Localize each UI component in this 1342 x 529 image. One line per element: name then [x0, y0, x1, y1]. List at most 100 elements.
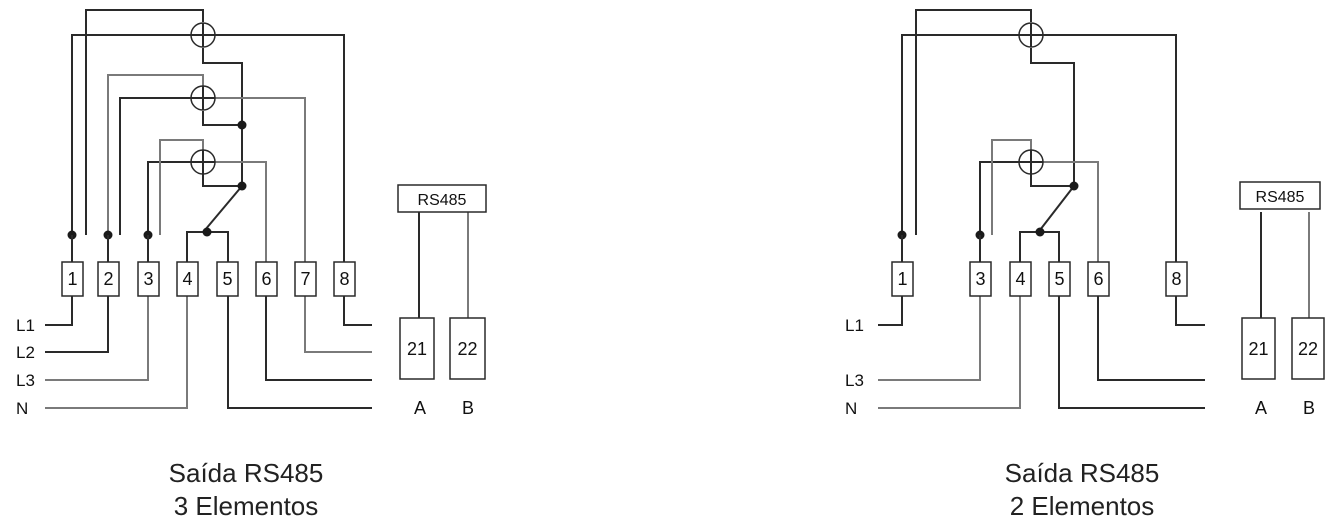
- svg-text:21: 21: [1248, 339, 1268, 359]
- wire-l3: [878, 296, 981, 381]
- label-a: A: [1255, 398, 1267, 418]
- ct2-symbol: [190, 85, 216, 111]
- terminal-8: 8: [333, 261, 356, 297]
- label-n: N: [845, 399, 857, 418]
- terminal-7: 7: [294, 261, 317, 297]
- terminal-21: 21: [1241, 317, 1276, 380]
- svg-text:2: 2: [103, 269, 113, 289]
- label-b: B: [1303, 398, 1315, 418]
- terminal-6: 6: [1087, 261, 1110, 297]
- junction-dot: [237, 120, 247, 130]
- wire-out-5: [227, 296, 372, 409]
- wire-ct3-return: [202, 174, 242, 187]
- svg-text:6: 6: [261, 269, 271, 289]
- wire-out-6: [265, 296, 372, 381]
- wire-to-terminals: [901, 235, 981, 262]
- svg-text:4: 4: [1015, 269, 1025, 289]
- wire-out-5: [1058, 296, 1205, 409]
- wire-ct3-t6: [214, 161, 267, 262]
- wire-t1-ct1: [71, 34, 192, 235]
- wire-l1: [45, 296, 73, 326]
- wire-l2: [45, 296, 109, 353]
- svg-text:4: 4: [182, 269, 192, 289]
- ct3-symbol: [190, 149, 216, 175]
- rs485-label-box: RS485: [397, 184, 487, 213]
- label-l1: L1: [16, 316, 35, 335]
- wire-out-8: [343, 296, 372, 326]
- wire-ct1-t8: [214, 34, 345, 262]
- wire-t4-t5-bridge: [186, 231, 229, 262]
- wire-t2-ct2-b: [119, 97, 192, 235]
- wire-n: [45, 296, 188, 409]
- terminal-1: 1: [61, 261, 84, 297]
- wire-ct1-t8: [1042, 34, 1177, 262]
- wire-ct2-return: [1030, 174, 1074, 187]
- label-b: B: [462, 398, 474, 418]
- terminal-3: 3: [969, 261, 992, 297]
- svg-text:5: 5: [1054, 269, 1064, 289]
- terminal-3: 3: [137, 261, 160, 297]
- caption-line2: 3 Elementos: [174, 491, 319, 521]
- diagram-3-elements: 1 2 3 4 5 6 7 8 L1 L2 L3 N RS485 21 22 A…: [16, 9, 487, 521]
- ct2-symbol: [1018, 149, 1044, 175]
- wire-out-6: [1097, 296, 1205, 381]
- terminal-22: 22: [1291, 317, 1325, 380]
- wire-t3-ct2-b: [991, 139, 1032, 235]
- wire-t1-ct1: [901, 34, 1020, 235]
- svg-text:7: 7: [300, 269, 310, 289]
- terminal-2: 2: [97, 261, 120, 297]
- rs485-label-box: RS485: [1239, 181, 1321, 210]
- wire-t1-ct1-b: [915, 9, 1032, 235]
- junction-dot: [202, 227, 212, 237]
- svg-text:22: 22: [457, 339, 477, 359]
- caption-line1: Saída RS485: [169, 458, 324, 488]
- wire-t2-ct2: [107, 74, 204, 235]
- terminal-5: 5: [1048, 261, 1071, 297]
- svg-text:5: 5: [222, 269, 232, 289]
- wire-t4-t5-bridge: [1019, 231, 1060, 262]
- svg-text:3: 3: [975, 269, 985, 289]
- svg-text:22: 22: [1298, 339, 1318, 359]
- terminal-21: 21: [399, 317, 435, 380]
- diagram-2-elements: 1 3 4 5 6 8 L1 L3 N RS485 21 22 A B Saíd…: [845, 9, 1325, 521]
- wire-t3-ct3: [147, 161, 192, 235]
- svg-text:6: 6: [1093, 269, 1103, 289]
- ct1-symbol: [1018, 22, 1044, 48]
- wire-l3: [45, 296, 149, 381]
- svg-text:RS485: RS485: [1256, 189, 1305, 206]
- wire-t3-ct3-b: [159, 139, 204, 235]
- wire-common-diag: [204, 185, 243, 231]
- wire-common-diag: [1039, 185, 1075, 231]
- svg-text:3: 3: [143, 269, 153, 289]
- ct1-symbol: [190, 22, 216, 48]
- wire-out-7: [304, 296, 372, 353]
- terminal-1: 1: [891, 261, 914, 297]
- label-l1: L1: [845, 316, 864, 335]
- label-l3: L3: [845, 371, 864, 390]
- junction-dot: [1035, 227, 1045, 237]
- svg-text:8: 8: [1171, 269, 1181, 289]
- wire-ct2-return: [202, 111, 242, 126]
- svg-text:21: 21: [407, 339, 427, 359]
- label-l3: L3: [16, 371, 35, 390]
- terminal-4: 4: [176, 261, 199, 297]
- wire-n: [878, 296, 1021, 409]
- terminal-8: 8: [1165, 261, 1188, 297]
- caption-line2: 2 Elementos: [1010, 491, 1155, 521]
- svg-text:1: 1: [67, 269, 77, 289]
- caption-line1: Saída RS485: [1005, 458, 1160, 488]
- wire-t3-ct2: [979, 161, 1020, 235]
- label-l2: L2: [16, 343, 35, 362]
- terminal-22: 22: [449, 317, 486, 380]
- label-n: N: [16, 399, 28, 418]
- wire-ct2-t7: [214, 97, 306, 262]
- junction-dot: [1069, 181, 1079, 191]
- svg-text:8: 8: [339, 269, 349, 289]
- junction-dot: [237, 181, 247, 191]
- terminal-6: 6: [255, 261, 278, 297]
- wire-l1: [878, 296, 903, 326]
- wire-to-terminals: [71, 235, 149, 262]
- wire-out-8: [1175, 296, 1205, 326]
- label-a: A: [414, 398, 426, 418]
